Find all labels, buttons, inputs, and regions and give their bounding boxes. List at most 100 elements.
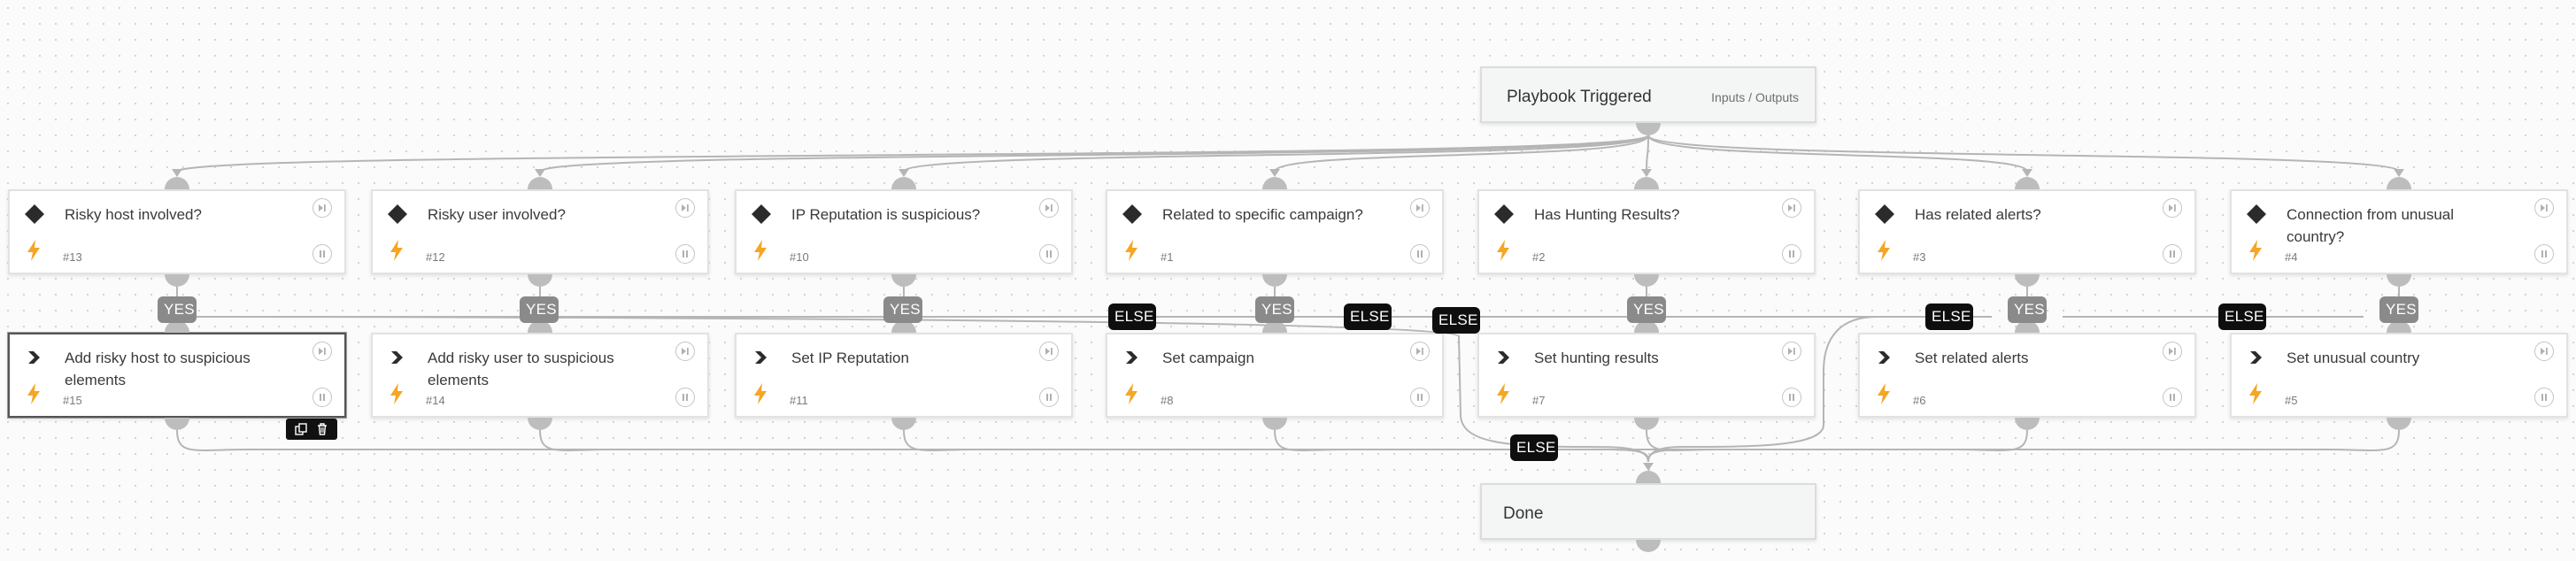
input-port[interactable] [165, 177, 189, 189]
skip-icon[interactable] [312, 198, 332, 218]
action-node-11[interactable]: Set IP Reputation#11 [735, 333, 1073, 418]
input-port[interactable] [891, 320, 916, 333]
input-port[interactable] [1634, 177, 1659, 189]
else-label-10[interactable]: ELSE [1432, 307, 1480, 334]
output-port[interactable] [528, 274, 552, 287]
skip-icon[interactable] [2163, 342, 2182, 361]
condition-node-1[interactable]: Related to specific campaign?#1 [1106, 189, 1444, 274]
input-port[interactable] [1262, 177, 1287, 189]
output-port[interactable] [1634, 418, 1659, 430]
action-node-8[interactable]: Set campaign#8 [1106, 333, 1444, 418]
output-port[interactable] [891, 274, 916, 287]
edge-action-to-done [1612, 429, 1718, 463]
playbook-triggered-node[interactable]: Playbook Triggered Inputs / Outputs [1480, 66, 1816, 123]
input-port[interactable] [1634, 320, 1659, 333]
pause-icon[interactable] [2534, 244, 2554, 264]
else-label-13[interactable]: ELSE [1510, 434, 1558, 461]
yes-label-12[interactable]: YES [520, 296, 559, 323]
pause-icon[interactable] [1410, 244, 1430, 264]
pause-icon[interactable] [2163, 388, 2182, 407]
output-port[interactable] [2015, 274, 2040, 287]
skip-icon[interactable] [1410, 198, 1430, 218]
skip-icon[interactable] [2163, 198, 2182, 218]
output-port[interactable] [165, 418, 189, 430]
condition-node-12[interactable]: Risky user involved?#12 [371, 189, 709, 274]
lightning-icon [1495, 239, 1511, 262]
lightning-icon [1123, 239, 1139, 262]
yes-label-2[interactable]: YES [1627, 296, 1666, 323]
condition-node-13[interactable]: Risky host involved?#13 [8, 189, 346, 274]
action-node-7[interactable]: Set hunting results#7 [1477, 333, 1816, 418]
skip-icon[interactable] [2534, 198, 2554, 218]
output-port[interactable] [891, 418, 916, 430]
skip-icon[interactable] [2534, 342, 2554, 361]
action-node-6[interactable]: Set related alerts#6 [1858, 333, 2196, 418]
pause-icon[interactable] [1039, 388, 1059, 407]
input-port[interactable] [165, 320, 189, 333]
copy-icon[interactable] [294, 422, 308, 436]
input-port[interactable] [2015, 177, 2040, 189]
input-port[interactable] [2387, 177, 2411, 189]
input-port[interactable] [891, 177, 916, 189]
input-port[interactable] [528, 320, 552, 333]
output-port[interactable] [1262, 274, 1287, 287]
skip-icon[interactable] [1782, 342, 1801, 361]
done-output-port[interactable] [1636, 540, 1661, 552]
condition-node-2[interactable]: Has Hunting Results?#2 [1477, 189, 1816, 274]
input-port[interactable] [2015, 320, 2040, 333]
output-port[interactable] [1634, 274, 1659, 287]
yes-label-3[interactable]: YES [2008, 296, 2047, 323]
yes-label-1[interactable]: YES [1255, 296, 1294, 323]
action-node-14[interactable]: Add risky user to suspicious elements#14 [371, 333, 709, 418]
skip-icon[interactable] [312, 342, 332, 361]
node-id: #8 [1161, 394, 1174, 407]
yes-label-13[interactable]: YES [158, 296, 197, 323]
pause-icon[interactable] [675, 388, 695, 407]
skip-icon[interactable] [675, 342, 695, 361]
else-label-1[interactable]: ELSE [1108, 304, 1156, 330]
skip-icon[interactable] [1410, 342, 1430, 361]
inputs-outputs-link[interactable]: Inputs / Outputs [1711, 90, 1799, 104]
yes-label-4[interactable]: YES [2379, 296, 2418, 323]
output-port[interactable] [528, 418, 552, 430]
pause-icon[interactable] [675, 244, 695, 264]
pause-icon[interactable] [312, 388, 332, 407]
node-id: #4 [2285, 250, 2298, 264]
done-node[interactable]: Done [1480, 483, 1816, 540]
skip-icon[interactable] [1782, 198, 1801, 218]
edge-arrow [535, 169, 545, 177]
skip-icon[interactable] [1039, 342, 1059, 361]
node-id: #11 [790, 394, 808, 407]
edge-start-to-condition [1646, 134, 1649, 173]
pause-icon[interactable] [1039, 244, 1059, 264]
condition-node-4[interactable]: Connection from unusual country?#4 [2230, 189, 2568, 274]
pause-icon[interactable] [1782, 244, 1801, 264]
pause-icon[interactable] [1782, 388, 1801, 407]
output-port[interactable] [2387, 274, 2411, 287]
else-label-2[interactable]: ELSE [1344, 304, 1392, 330]
skip-icon[interactable] [1039, 198, 1059, 218]
skip-icon[interactable] [675, 198, 695, 218]
yes-label-10[interactable]: YES [883, 296, 922, 323]
start-output-port[interactable] [1636, 123, 1661, 135]
else-label-3[interactable]: ELSE [1925, 304, 1973, 330]
condition-node-3[interactable]: Has related alerts?#3 [1858, 189, 2196, 274]
output-port[interactable] [2387, 418, 2411, 430]
action-node-15[interactable]: Add risky host to suspicious elements#15 [8, 333, 346, 418]
else-label-4[interactable]: ELSE [2218, 304, 2266, 330]
input-port[interactable] [1262, 320, 1287, 333]
action-node-5[interactable]: Set unusual country#5 [2230, 333, 2568, 418]
done-input-port[interactable] [1636, 471, 1661, 483]
output-port[interactable] [1262, 418, 1287, 430]
pause-icon[interactable] [1410, 388, 1430, 407]
condition-node-10[interactable]: IP Reputation is suspicious?#10 [735, 189, 1073, 274]
trash-icon[interactable] [315, 422, 329, 436]
pause-icon[interactable] [312, 244, 332, 264]
output-port[interactable] [165, 274, 189, 287]
pause-icon[interactable] [2534, 388, 2554, 407]
lightning-icon [1876, 239, 1892, 262]
output-port[interactable] [2015, 418, 2040, 430]
pause-icon[interactable] [2163, 244, 2182, 264]
input-port[interactable] [528, 177, 552, 189]
input-port[interactable] [2387, 320, 2411, 333]
